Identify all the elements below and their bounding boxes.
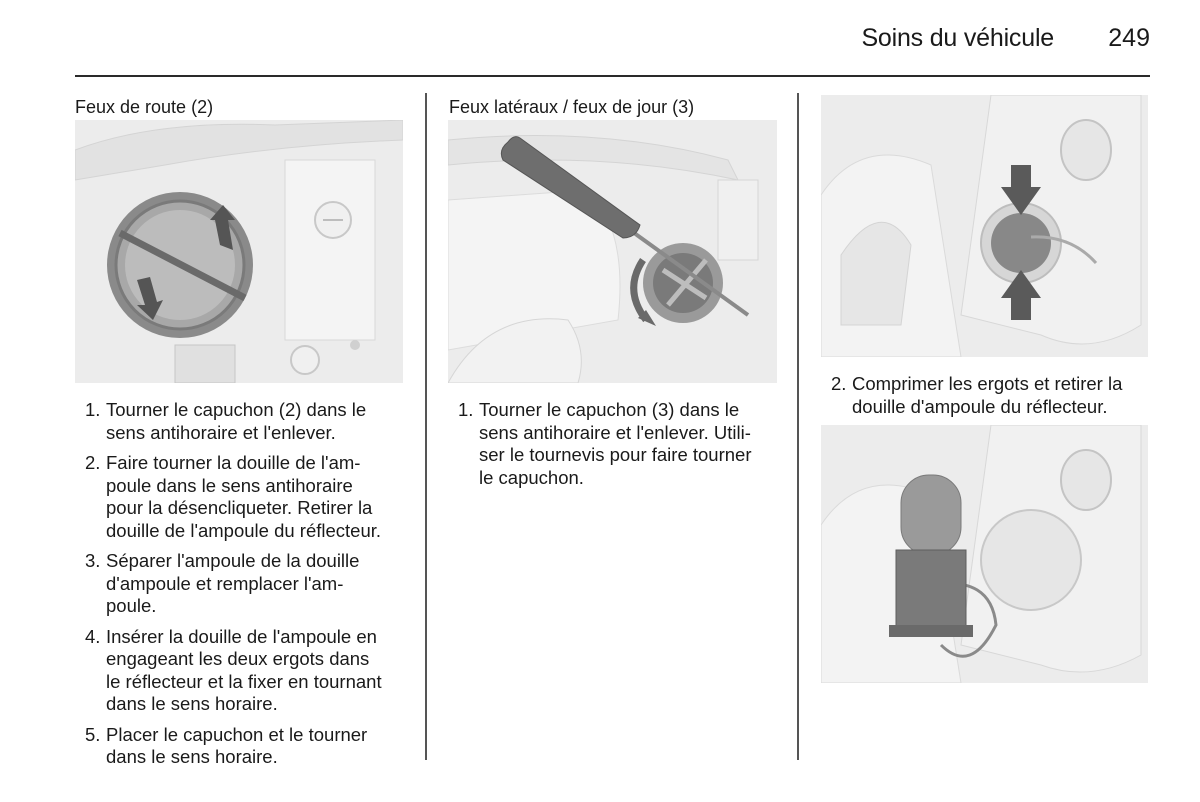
page-title: Soins du véhicule bbox=[861, 24, 1054, 52]
section-heading-side-lights: Feux latéraux / feux de jour (3) bbox=[449, 97, 695, 117]
high-beam-cap-figure bbox=[75, 120, 403, 383]
section-heading-high-beam: Feux de route (2) bbox=[75, 97, 214, 117]
headlight-cap-rotate-icon bbox=[75, 120, 403, 383]
side-lights-steps: 1. Tourner le capuchon (3) dans le sens … bbox=[448, 399, 788, 497]
side-lights-screwdriver-figure bbox=[448, 120, 777, 383]
socket-removed-figure bbox=[821, 425, 1148, 683]
header-rule bbox=[75, 75, 1150, 77]
step-item: 5. Placer le capuchon et le tourner dans… bbox=[85, 723, 368, 768]
step-item: 1. Tourner le capuchon (3) dans le sens … bbox=[458, 399, 752, 488]
bulb-socket-compress-icon bbox=[821, 95, 1148, 357]
step-item: 2. Comprimer les ergots et retirer la do… bbox=[831, 373, 1123, 417]
step-item: 1. Tourner le capuchon (2) dans le sens … bbox=[85, 399, 367, 443]
high-beam-steps: 1. Tourner le capuchon (2) dans le sens … bbox=[75, 399, 415, 777]
column-divider-1 bbox=[425, 93, 427, 760]
column-divider-2 bbox=[797, 93, 799, 760]
socket-remove-steps: 2. Comprimer les ergots et retirer la do… bbox=[821, 373, 1161, 426]
step-item: 4. Insérer la douille de l'ampoule en en… bbox=[85, 625, 382, 715]
step-item: 3. Séparer l'ampoule de la douille d'amp… bbox=[85, 550, 360, 616]
bulb-socket-removed-icon bbox=[821, 425, 1148, 683]
step-item: 2. Faire tourner la douille de l'am- pou… bbox=[85, 452, 382, 541]
page-number: 249 bbox=[1108, 24, 1150, 52]
page-header: Soins du véhicule 249 bbox=[75, 0, 1150, 76]
screwdriver-cap-icon bbox=[448, 120, 777, 383]
socket-compress-figure bbox=[821, 95, 1148, 357]
